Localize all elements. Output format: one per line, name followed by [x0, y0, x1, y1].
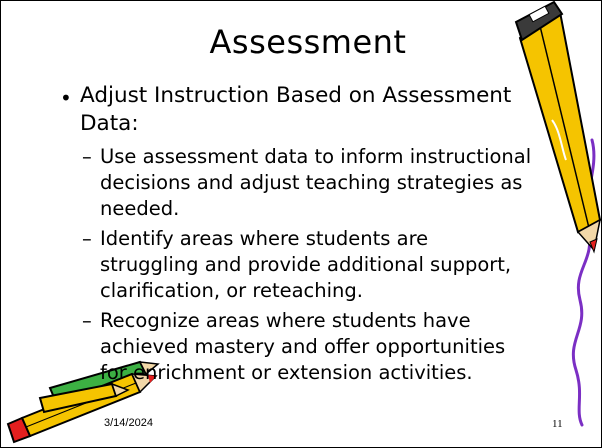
bullet-text-line-1: Adjust Instruction Based on Assessment	[80, 83, 512, 108]
sub-item-2-dash: –	[82, 227, 92, 250]
sub-item-2-line-1: Identify areas where students are	[100, 227, 429, 250]
slide-title: Assessment	[209, 23, 407, 61]
sub-item-1-line-3: needed.	[100, 197, 180, 220]
footer-date: 3/14/2024	[104, 417, 153, 429]
pencil-top-right-icon	[514, 0, 602, 254]
bullet-marker: •	[60, 86, 72, 110]
sub-item-1-line-2: decisions and adjust teaching strategies…	[100, 171, 523, 194]
sub-item-3-dash: –	[82, 309, 92, 332]
footer-page-number: 11	[552, 418, 563, 430]
sub-item-3-line-1: Recognize areas where students have	[100, 309, 471, 332]
sub-item-2-line-3: clarification, or reteaching.	[100, 279, 363, 302]
sub-item-3-line-3: for enrichment or extension activities.	[100, 361, 473, 384]
purple-squiggle-line	[571, 138, 596, 427]
sub-item-3-line-2: achieved mastery and offer opportunities	[100, 335, 506, 358]
sub-item-1-dash: –	[82, 145, 92, 168]
bullet-text-line-2: Data:	[80, 111, 139, 136]
sub-item-2-line-2: struggling and provide additional suppor…	[100, 253, 512, 276]
sub-item-1-line-1: Use assessment data to inform instructio…	[100, 145, 532, 168]
